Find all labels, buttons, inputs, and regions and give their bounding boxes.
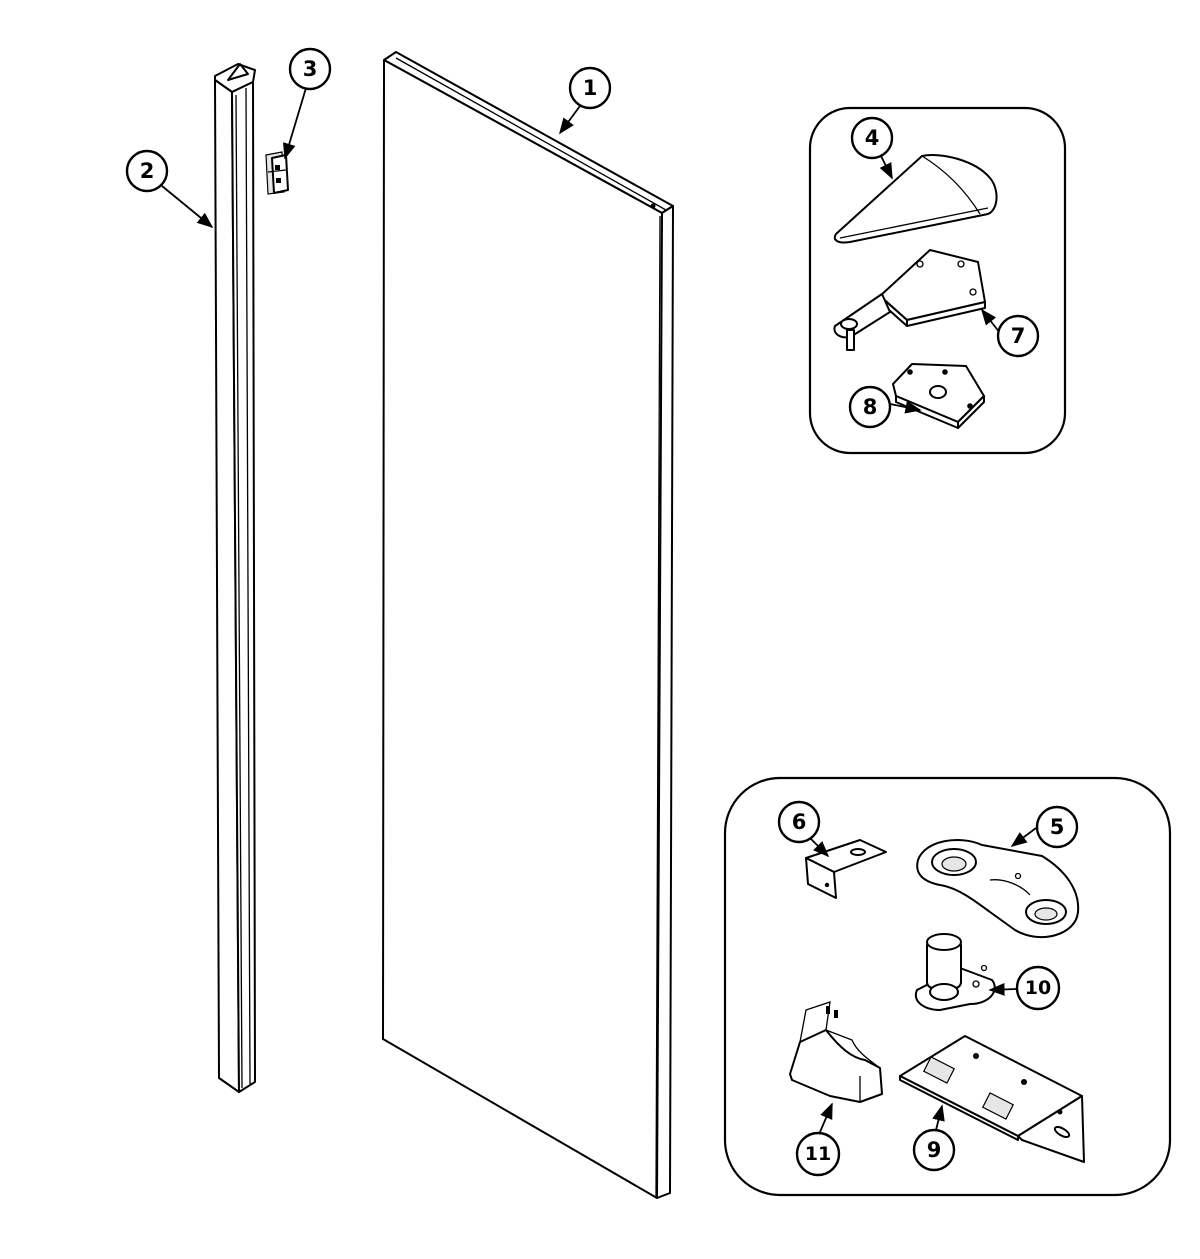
callout-7-label: 7 bbox=[1011, 324, 1026, 348]
callout-10-label: 10 bbox=[1025, 977, 1051, 999]
part-bottom-cover bbox=[789, 1001, 883, 1103]
callout-1: 1 bbox=[568, 66, 612, 110]
part-shim-plate bbox=[892, 363, 985, 429]
callout-4-label: 4 bbox=[865, 126, 880, 150]
leader-5 bbox=[1010, 827, 1037, 847]
part-hinge-base-plate bbox=[899, 1035, 1085, 1163]
callout-8: 8 bbox=[848, 385, 892, 429]
callout-1-label: 1 bbox=[583, 76, 598, 100]
callout-6: 6 bbox=[777, 800, 821, 844]
leader-7 bbox=[981, 308, 1001, 334]
inset-box-top bbox=[808, 106, 1067, 455]
leader-lines bbox=[161, 87, 1037, 1133]
part-hinge-pin bbox=[914, 933, 996, 1011]
part-top-hinge bbox=[833, 249, 986, 351]
callout-11-label: 11 bbox=[805, 1143, 831, 1165]
leader-3 bbox=[282, 87, 307, 160]
callout-3-label: 3 bbox=[303, 57, 318, 81]
callout-9-label: 9 bbox=[927, 1138, 942, 1162]
part-hinge-cover bbox=[833, 154, 998, 244]
callout-5: 5 bbox=[1035, 805, 1079, 849]
callout-2: 2 bbox=[125, 149, 169, 193]
callout-10: 10 bbox=[1015, 965, 1061, 1011]
leader-8 bbox=[889, 400, 922, 414]
leader-4 bbox=[879, 153, 893, 180]
part-bracket-small bbox=[805, 839, 887, 899]
callout-5-label: 5 bbox=[1050, 815, 1065, 839]
leader-11 bbox=[819, 1102, 833, 1133]
callout-8-label: 8 bbox=[863, 395, 878, 419]
part-door-panel bbox=[382, 51, 674, 1199]
inset-box-bottom bbox=[723, 776, 1172, 1197]
leader-1 bbox=[559, 105, 581, 135]
leader-9 bbox=[932, 1104, 945, 1131]
callout-7: 7 bbox=[996, 314, 1040, 358]
leader-10 bbox=[988, 982, 1017, 996]
leader-6 bbox=[809, 837, 830, 858]
callout-11: 11 bbox=[795, 1131, 841, 1177]
part-bottom-hinge-bracket bbox=[916, 839, 1080, 939]
leader-2 bbox=[161, 185, 214, 229]
part-clip bbox=[265, 151, 289, 195]
callout-4: 4 bbox=[850, 116, 894, 160]
callout-9: 9 bbox=[912, 1128, 956, 1172]
callout-6-label: 6 bbox=[792, 810, 807, 834]
callout-3: 3 bbox=[288, 47, 332, 91]
callout-2-label: 2 bbox=[140, 159, 155, 183]
part-trim-strip bbox=[214, 63, 256, 1093]
